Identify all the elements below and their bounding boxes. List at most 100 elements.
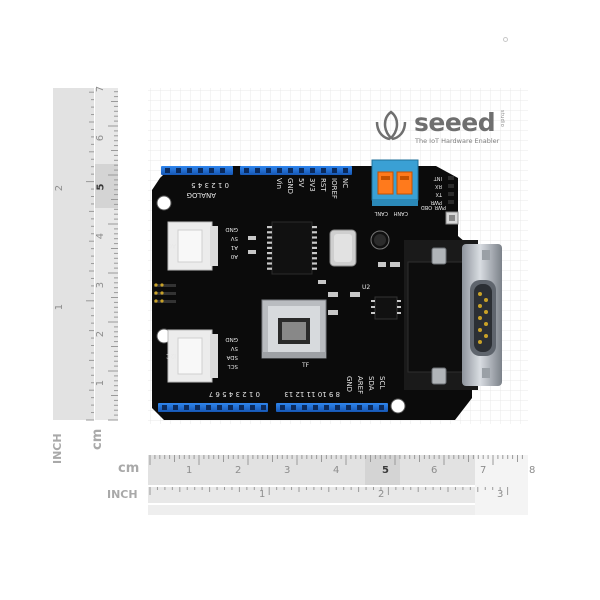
power-pin-label: Vin bbox=[275, 178, 283, 189]
header-pin bbox=[291, 405, 296, 410]
can-controller-chip bbox=[271, 221, 313, 275]
digital-pins-right-label: 8 9 10 11 12 13 bbox=[284, 390, 340, 398]
ic-pin bbox=[267, 231, 272, 234]
header-pin bbox=[244, 168, 249, 173]
header-pin bbox=[277, 168, 282, 173]
switch-label: PWR_OBD bbox=[421, 204, 446, 210]
grove-a0-label: A0 bbox=[168, 242, 176, 249]
ruler-tick-number: 7 bbox=[480, 465, 487, 476]
led-label: TX bbox=[435, 191, 443, 197]
sd-label: TF bbox=[301, 362, 310, 369]
power-pin-label: 5V bbox=[297, 178, 305, 187]
grove-pin-label: 5V bbox=[231, 345, 238, 351]
ic-pin bbox=[312, 262, 317, 265]
header-pin bbox=[343, 168, 348, 173]
ic-pin bbox=[267, 267, 272, 270]
ic-pin bbox=[312, 252, 317, 255]
header-pin bbox=[324, 405, 329, 410]
header-pin bbox=[239, 405, 244, 410]
header-pin bbox=[250, 405, 255, 410]
ruler-tick-number: 1 bbox=[54, 303, 66, 311]
ruler-tick-number: 1 bbox=[95, 379, 107, 387]
power-pin-label: GND bbox=[286, 178, 294, 194]
ruler-tick-number: 3 bbox=[284, 465, 291, 476]
logo-studio: studio bbox=[499, 110, 505, 128]
ruler-tick-number: 3 bbox=[497, 489, 504, 500]
power-pin-label: NC bbox=[341, 178, 349, 188]
grove-a0-connector: A0 bbox=[167, 221, 218, 271]
header-pin bbox=[332, 168, 337, 173]
seeed-logo: seeed studio The IoT Hardware Enabler bbox=[373, 108, 523, 152]
ic-pin bbox=[267, 236, 272, 239]
digital-tail-label: SDA bbox=[367, 376, 375, 391]
can-label: CANL bbox=[374, 210, 388, 216]
seeed-leaf-icon bbox=[375, 110, 407, 141]
grove-pin-label: A1 bbox=[231, 244, 238, 250]
ic-pin bbox=[312, 241, 317, 244]
ic-pin bbox=[312, 236, 317, 239]
ic-pin bbox=[267, 252, 272, 255]
can-label: CANH bbox=[393, 210, 408, 216]
analog-header-label: ANALOG bbox=[187, 191, 216, 199]
header-pin bbox=[302, 405, 307, 410]
header-pin bbox=[206, 405, 211, 410]
can-screw-terminal bbox=[371, 159, 419, 206]
db9-connector bbox=[404, 240, 502, 390]
header-pin bbox=[198, 168, 203, 173]
power-pin-label: IOREF bbox=[330, 178, 338, 199]
ic-pin bbox=[312, 231, 317, 234]
chip-label: U2 bbox=[362, 284, 370, 291]
ruler-tick-number: 2 bbox=[54, 184, 66, 192]
grove-pin-label: GND bbox=[225, 336, 238, 342]
ruler-tick-number: 6 bbox=[95, 134, 107, 142]
header-pin bbox=[280, 405, 285, 410]
grove-pin-label: SCL bbox=[227, 363, 238, 369]
vertical-inch-label: INCH bbox=[51, 433, 64, 464]
ic-pin bbox=[267, 257, 272, 260]
header-pin bbox=[165, 168, 170, 173]
ruler-tick-number: 2 bbox=[378, 489, 385, 500]
ic-pin bbox=[267, 246, 272, 249]
header-pin bbox=[313, 405, 318, 410]
corner-dot bbox=[503, 37, 508, 42]
digital-tail-label: SCL bbox=[378, 376, 386, 389]
vertical-cm-label: cm bbox=[90, 428, 105, 450]
header-pin bbox=[220, 168, 225, 173]
header-pin bbox=[217, 405, 222, 410]
header-pin bbox=[176, 168, 181, 173]
ruler-tick-number: 7 bbox=[95, 85, 107, 93]
grove-i2c-label: I2C bbox=[166, 352, 176, 359]
ruler-tick-number: 1 bbox=[186, 465, 193, 476]
ic-pin bbox=[312, 226, 317, 229]
power-pin-label: 3V3 bbox=[308, 178, 316, 192]
header-pin bbox=[357, 405, 362, 410]
horizontal-cm-label: cm bbox=[118, 461, 140, 476]
ruler-tick-number: 2 bbox=[235, 465, 242, 476]
header-pin bbox=[195, 405, 200, 410]
grove-pin-label: A0 bbox=[230, 253, 238, 259]
microsd-card-slot bbox=[261, 299, 327, 359]
digital-tail-label: GND bbox=[345, 376, 353, 392]
horizontal-ruler bbox=[148, 455, 528, 515]
header-pin bbox=[228, 405, 233, 410]
header-pin bbox=[162, 405, 167, 410]
ruler-tick-number: 6 bbox=[431, 465, 438, 476]
can-bus-shield-pcb: 0 1 2 3 4 5 ANALOG NCIOREFRST3V35VGNDVin… bbox=[152, 159, 502, 420]
ruler-tick-number: 8 bbox=[529, 465, 536, 476]
ic-pin bbox=[267, 241, 272, 244]
grove-i2c-connector: I2C bbox=[166, 329, 218, 383]
header-pin bbox=[187, 168, 192, 173]
ruler-tick-number: 4 bbox=[333, 465, 340, 476]
transceiver-chip bbox=[374, 296, 398, 320]
header-pin bbox=[288, 168, 293, 173]
ruler-tick-number: 1 bbox=[259, 489, 266, 500]
grove-pin-label: GND bbox=[225, 226, 238, 232]
digital-tail-label: AREF bbox=[356, 376, 364, 394]
ruler-tick-number: 3 bbox=[95, 281, 107, 289]
led-label: PWR bbox=[430, 199, 442, 205]
logo-tagline: The IoT Hardware Enabler bbox=[415, 137, 500, 145]
ruler-tick-number: 4 bbox=[95, 232, 107, 240]
analog-pins-label: 0 1 2 3 4 5 bbox=[191, 181, 229, 189]
